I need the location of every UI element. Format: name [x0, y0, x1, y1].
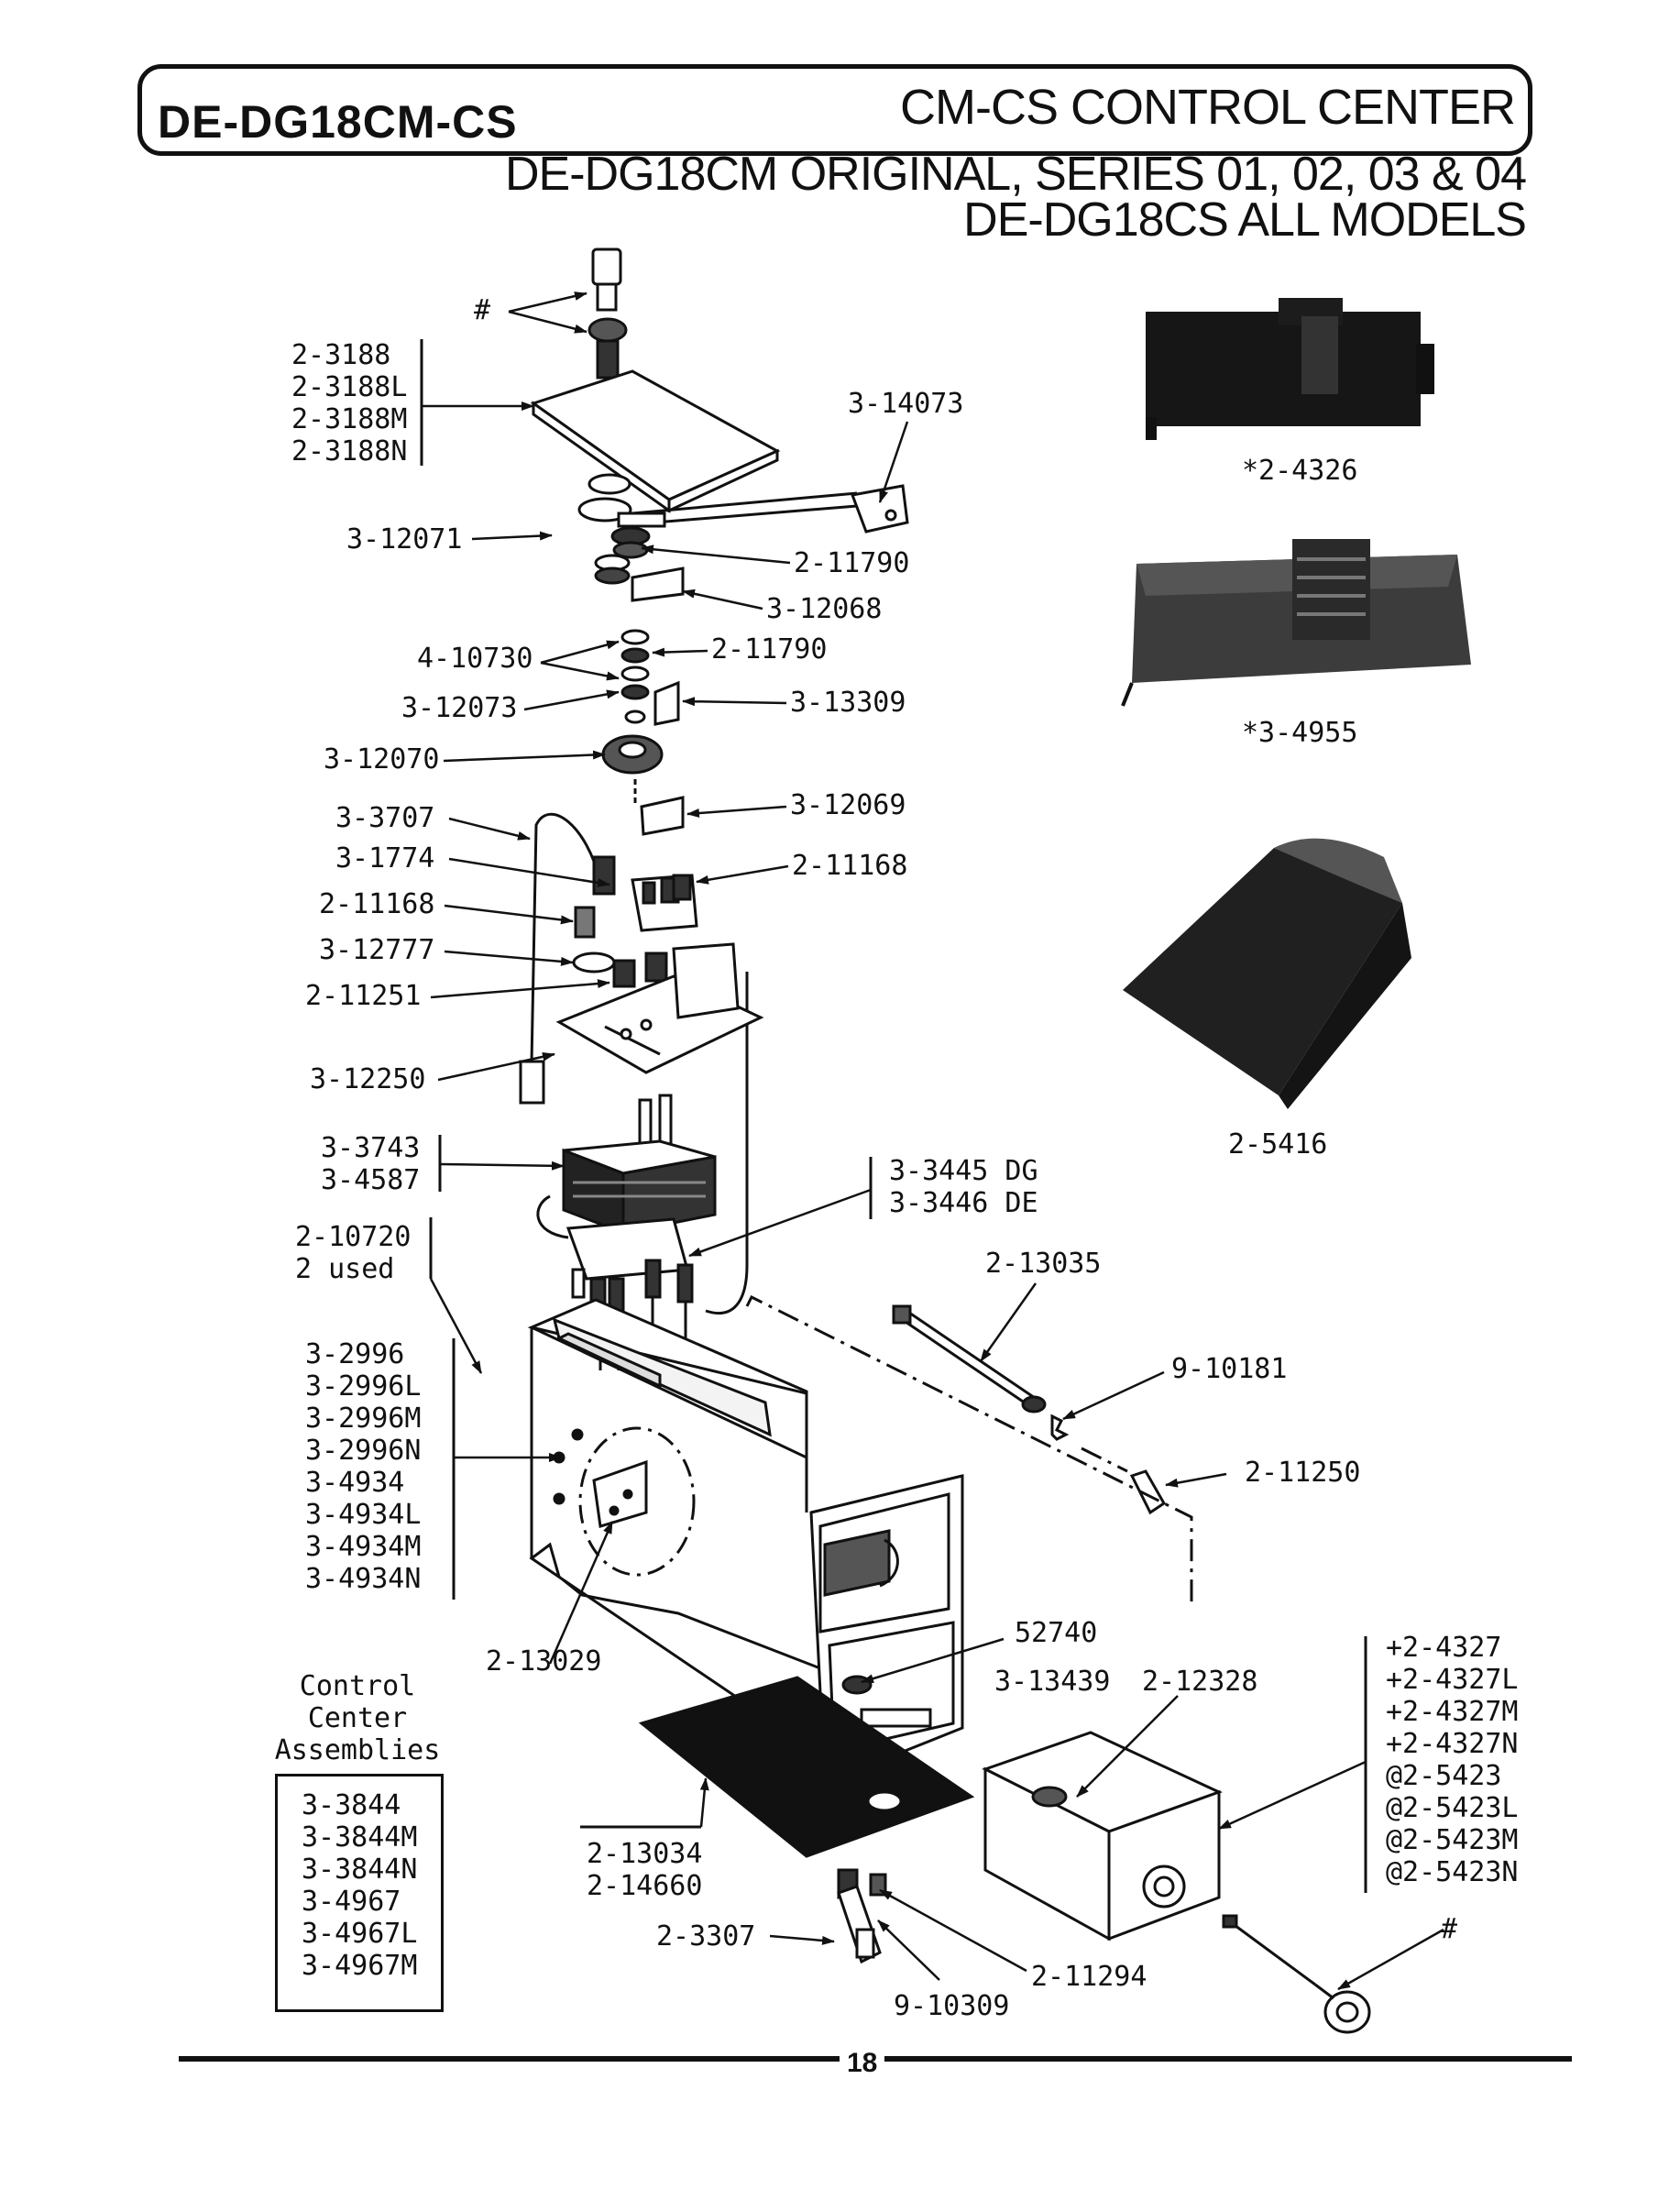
- label-9-10309: 9-10309: [894, 1990, 1010, 2022]
- top-cover-plate: [530, 369, 781, 513]
- subtitle-line-1: DE-DG18CM ORIGINAL, SERIES 01, 02, 03 & …: [504, 148, 1527, 201]
- cylinder-lock-rod: [1222, 1914, 1371, 2034]
- list-item: 3-4967: [302, 1886, 401, 1918]
- label-2-11251: 2-11251: [305, 980, 422, 1012]
- model-code: DE-DG18CM-CS: [158, 96, 518, 148]
- label-2-11168-left: 2-11168: [319, 888, 435, 920]
- label-hash-top: #: [474, 294, 491, 326]
- label-3-12073: 3-12073: [401, 692, 518, 724]
- list-item: 3-3844N: [302, 1854, 418, 1886]
- label-9-10181: 9-10181: [1171, 1353, 1288, 1385]
- switch-bracket-assembly: [555, 874, 764, 1074]
- label-52740: 52740: [1015, 1617, 1098, 1649]
- label-3-1774: 3-1774: [335, 842, 435, 874]
- label-2-3307: 2-3307: [656, 1920, 756, 1952]
- label-2-11294: 2-11294: [1031, 1961, 1147, 1993]
- detail-circle-2-13029: [578, 1426, 696, 1577]
- label-2-4327-group: +2-4327+2-4327L+2-4327M+2-4327N@2-5423@2…: [1386, 1632, 1519, 1888]
- label-4-10730: 4-10730: [417, 643, 533, 675]
- label-3-13439: 3-13439: [994, 1666, 1111, 1698]
- label-3-4955: *3-4955: [1242, 717, 1358, 749]
- drawer-box-2-4327: [982, 1731, 1223, 1942]
- label-3-12068: 3-12068: [766, 593, 883, 625]
- label-3-14073: 3-14073: [848, 388, 964, 420]
- assemblies-list: 3-3844 3-3844M 3-3844N 3-4967 3-4967L 3-…: [275, 1774, 444, 2012]
- header-frame: [137, 64, 1532, 156]
- label-3-12069: 3-12069: [790, 789, 906, 821]
- shaft-components: [577, 473, 685, 836]
- label-2-5416: 2-5416: [1228, 1128, 1328, 1160]
- photo-2-5416: [1123, 838, 1411, 1109]
- page-number: 18: [840, 2048, 885, 2079]
- indicator-dial-3-14073: [631, 484, 909, 534]
- label-3-12070: 3-12070: [324, 743, 440, 776]
- label-2-13029: 2-13029: [486, 1645, 602, 1678]
- transformer-3-3743: [536, 1094, 717, 1281]
- label-2-11790-b: 2-11790: [711, 633, 828, 666]
- bracket-2-3307: [837, 1868, 887, 1964]
- leader-arrows: [422, 292, 1444, 1991]
- label-2-4326: *2-4326: [1242, 455, 1358, 487]
- label-3-12071: 3-12071: [346, 523, 463, 556]
- list-item: 3-4967M: [302, 1950, 418, 1982]
- dash-dot-lines: [745, 1294, 1193, 1609]
- label-bracket-lines: [420, 339, 1367, 1893]
- photo-2-4326: [1146, 298, 1434, 440]
- bottom-plate-2-13034: [638, 1676, 975, 1858]
- photo-3-4955: [1121, 539, 1471, 707]
- list-item: 3-4967L: [302, 1918, 418, 1950]
- section-title: CM-CS CONTROL CENTER: [899, 80, 1516, 135]
- list-item: 3-3844M: [302, 1821, 418, 1854]
- label-3-12777: 3-12777: [319, 934, 435, 966]
- label-2-11250: 2-11250: [1245, 1457, 1361, 1489]
- label-2-12328: 2-12328: [1142, 1666, 1258, 1698]
- label-2-11168-right: 2-11168: [792, 850, 908, 882]
- assemblies-title: Control Center Assemblies: [274, 1670, 441, 1766]
- key-and-lock-stack: [587, 248, 628, 403]
- label-2-11790-a: 2-11790: [794, 547, 910, 579]
- list-item: 3-3844: [302, 1789, 401, 1821]
- shaft-2-13035: [892, 1304, 1166, 1515]
- subtitle-line-2: DE-DG18CS ALL MODELS: [963, 193, 1527, 247]
- label-2-13035: 2-13035: [985, 1248, 1102, 1280]
- label-3-3707: 3-3707: [335, 802, 435, 834]
- label-hash-bottom: #: [1441, 1913, 1458, 1945]
- label-3-12250: 3-12250: [310, 1063, 426, 1095]
- label-3-13309: 3-13309: [790, 687, 906, 719]
